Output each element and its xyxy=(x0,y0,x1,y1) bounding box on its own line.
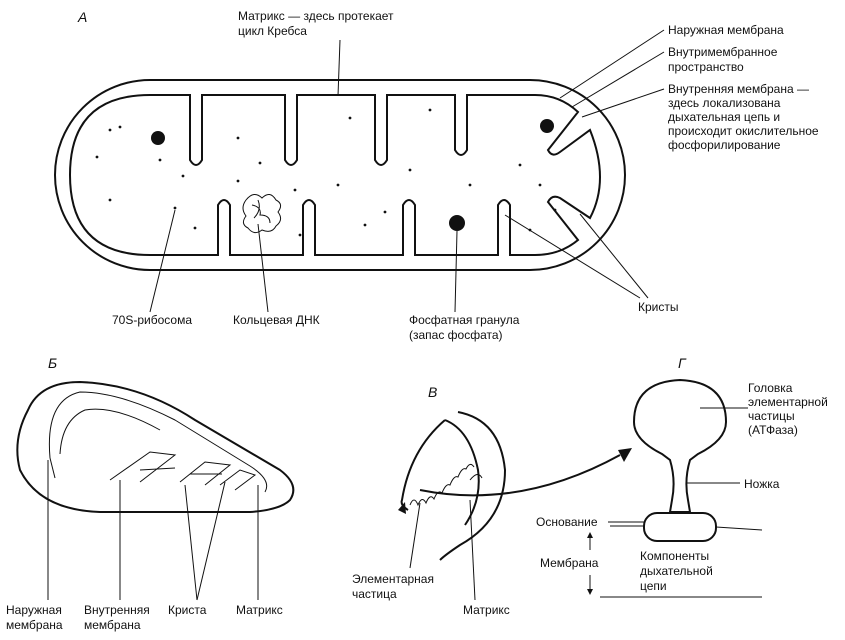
label-head-3: частицы xyxy=(748,409,795,423)
label-components-3: цепи xyxy=(640,579,667,593)
label-matrix-c: Матрикс xyxy=(463,603,510,617)
panel-b: Б Наружная мембрана Внутренняя мембрана … xyxy=(6,355,295,632)
label-components-1: Компоненты xyxy=(640,549,709,563)
label-components-2: дыхательной xyxy=(640,564,713,578)
label-base: Основание xyxy=(536,515,598,529)
granule-1 xyxy=(151,131,165,145)
inner-membrane-b xyxy=(48,391,268,493)
leader-lines-c xyxy=(409,499,476,601)
arrow-to-detail xyxy=(419,454,621,497)
membrane-arrow-down xyxy=(587,589,593,595)
label-inner-membrane-a-1: Внутренняя мембрана — xyxy=(668,82,809,96)
label-stalk: Ножка xyxy=(744,477,780,491)
ribosomes xyxy=(95,108,557,237)
label-outer-membrane-a: Наружная мембрана xyxy=(668,23,784,37)
arrow-curve-c xyxy=(469,474,483,481)
label-cristae: Кристы xyxy=(638,300,679,314)
label-particle-1: Элементарная xyxy=(352,572,434,586)
label-inner-membrane-a-3: дыхательная цепь и xyxy=(668,110,780,124)
granule-2 xyxy=(540,119,554,133)
label-intermembrane-2: пространство xyxy=(668,60,744,74)
label-membrane-d: Мембрана xyxy=(540,556,599,570)
label-ribosome: 70S-рибосома xyxy=(112,313,192,327)
outer-membrane-a xyxy=(54,79,626,271)
panel-d-letter: Г xyxy=(678,355,687,371)
label-crista-b: Криста xyxy=(168,603,207,617)
panel-b-letter: Б xyxy=(48,355,57,371)
inner-membrane-a xyxy=(68,94,601,256)
label-head-4: (АТФаза) xyxy=(748,423,798,437)
label-head-1: Головка xyxy=(748,381,793,395)
label-matrix-a-2: цикл Кребса xyxy=(238,24,307,38)
label-intermembrane-1: Внутримембранное xyxy=(668,45,778,59)
label-inner-membrane-b-2: мембрана xyxy=(84,618,141,632)
label-head-2: элементарной xyxy=(748,395,828,409)
label-inner-membrane-a-2: здесь локализована xyxy=(668,96,781,110)
label-inner-membrane-a-5: фосфорилирование xyxy=(668,138,781,152)
leader-lines-a xyxy=(149,29,665,313)
circular-dna xyxy=(242,194,282,234)
membrane-top-r xyxy=(715,526,763,531)
label-particle-2: частица xyxy=(352,587,397,601)
crista-membrane-c xyxy=(439,411,507,561)
label-outer-membrane-b-2: мембрана xyxy=(6,618,63,632)
leader-lines-b xyxy=(47,460,259,601)
label-granule-2: (запас фосфата) xyxy=(409,328,503,342)
label-outer-membrane-b-1: Наружная xyxy=(6,603,62,617)
panel-a: А Матрикс — здесь протекает цикл К xyxy=(54,9,819,342)
label-granule-1: Фосфатная гранула xyxy=(409,313,520,327)
panel-d: Г Головка элементарной частицы (АТФаза) … xyxy=(536,355,828,598)
outer-membrane-b xyxy=(16,380,295,513)
crista-membrane-c-inner xyxy=(400,419,480,526)
particle-arrow-head xyxy=(398,502,406,514)
cristae-b xyxy=(109,451,257,491)
label-matrix-b: Матрикс xyxy=(236,603,283,617)
atpase-particle xyxy=(632,378,728,513)
particle-base xyxy=(643,512,717,542)
label-inner-membrane-b-1: Внутренняя xyxy=(84,603,150,617)
panel-c-letter: В xyxy=(428,384,437,400)
label-dna: Кольцевая ДНК xyxy=(233,313,320,327)
label-matrix-a-1: Матрикс — здесь протекает xyxy=(238,9,394,23)
panel-a-letter: А xyxy=(77,9,87,25)
elementary-particles xyxy=(409,463,475,507)
panel-c: В Элементарная частица Матрикс xyxy=(352,384,632,617)
phosphate-granule xyxy=(449,215,465,231)
membrane-arrow-up xyxy=(587,532,593,538)
label-inner-membrane-a-4: происходит окислительное xyxy=(668,124,819,138)
arrow-head xyxy=(618,448,632,462)
